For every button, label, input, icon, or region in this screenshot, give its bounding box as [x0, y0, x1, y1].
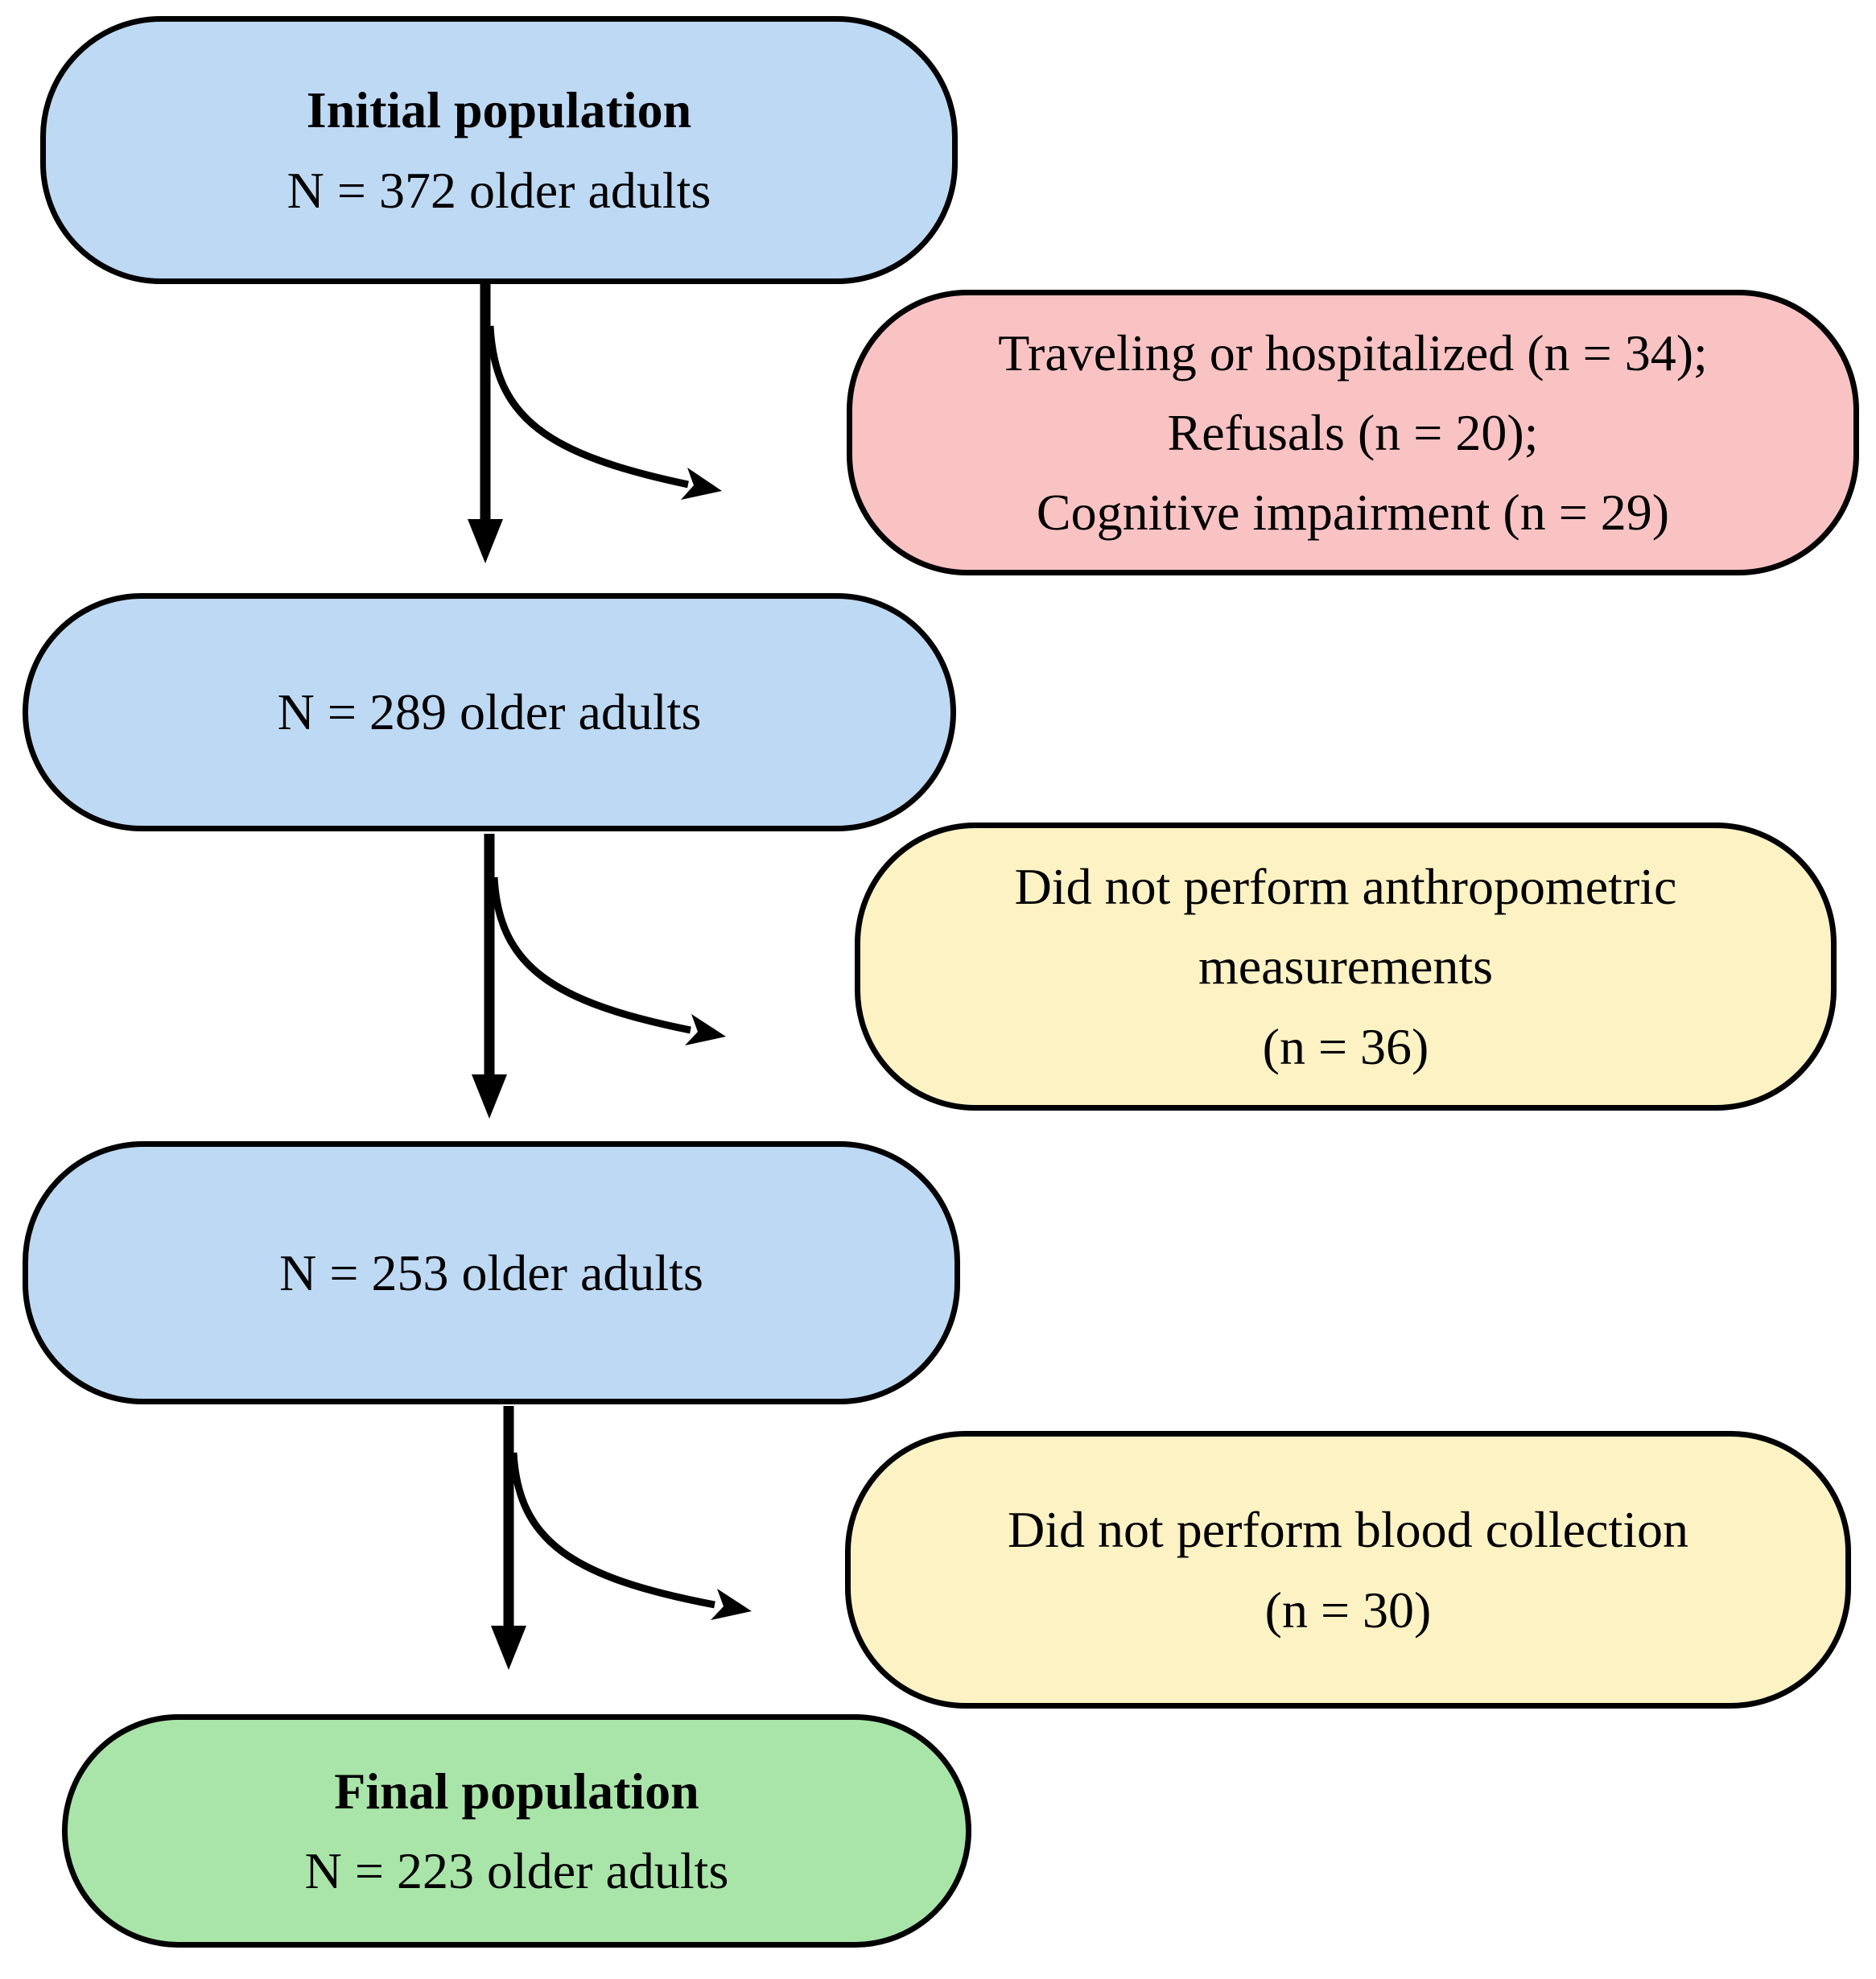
exclusion-red-line-3: Cognitive impairment (n = 29): [1036, 484, 1670, 542]
exclusion-red-line-2: Refusals (n = 20);: [1167, 403, 1539, 461]
box-exclusion-anthropometric: Did not perform anthropometric measureme…: [855, 823, 1837, 1111]
box-final-population: Final population N = 223 older adults: [62, 1714, 971, 1948]
initial-population-title: Initial population: [306, 81, 692, 139]
population-289-label: N = 289 older adults: [277, 683, 702, 741]
box-initial-population: Initial population N = 372 older adults: [40, 16, 958, 284]
arrowhead-to-blood-exclusion: [711, 1589, 752, 1620]
initial-population-count: N = 372 older adults: [287, 161, 711, 219]
arrowhead-down-initial-to-289: [468, 519, 503, 563]
population-253-label: N = 253 older adults: [279, 1243, 703, 1301]
exclusion-anthropometric-line-2: measurements: [1198, 938, 1494, 996]
exclusion-anthropometric-line-3: (n = 36): [1262, 1017, 1429, 1075]
exclusion-blood-line-2: (n = 30): [1264, 1581, 1432, 1639]
box-population-253: N = 253 older adults: [23, 1141, 960, 1404]
arrowhead-to-red-exclusion: [681, 468, 722, 500]
exclusion-red-line-1: Traveling or hospitalized (n = 34);: [998, 324, 1708, 381]
arrowhead-down-253-to-final: [491, 1626, 526, 1670]
exclusion-anthropometric-line-1: Did not perform anthropometric: [1014, 858, 1677, 916]
curved-arrow-to-blood-exclusion: [509, 1452, 715, 1609]
final-population-title: Final population: [334, 1762, 699, 1820]
box-population-289: N = 289 older adults: [23, 593, 956, 831]
arrowhead-to-anthropometric-exclusion: [685, 1014, 726, 1045]
curved-arrow-to-anthropometric-exclusion: [490, 876, 691, 1034]
arrowhead-down-289-to-253: [472, 1074, 507, 1119]
box-exclusion-traveling-refusals-cognitive: Traveling or hospitalized (n = 34); Refu…: [847, 290, 1859, 575]
box-exclusion-blood-collection: Did not perform blood collection (n = 30…: [845, 1431, 1851, 1709]
exclusion-blood-line-1: Did not perform blood collection: [1007, 1501, 1689, 1559]
final-population-count: N = 223 older adults: [304, 1842, 729, 1899]
curved-arrow-to-red-exclusion: [486, 325, 689, 489]
